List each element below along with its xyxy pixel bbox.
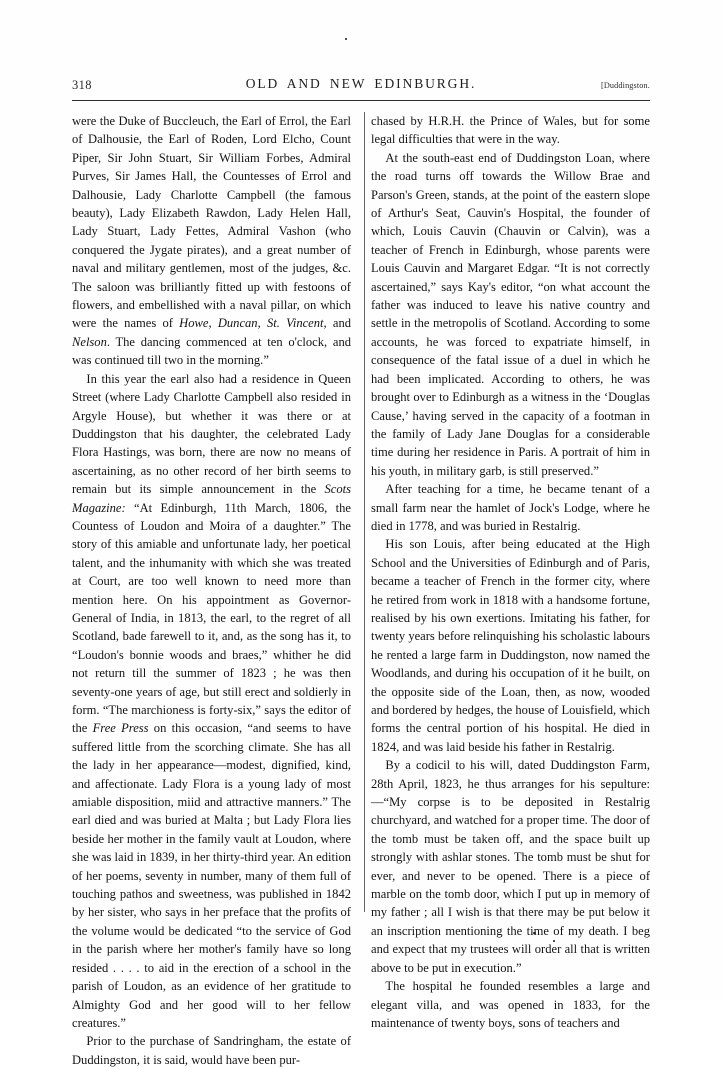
paragraph: Prior to the purchase of Sandringham, th…: [72, 1034, 351, 1067]
chapter-catchword: [Duddingston.: [600, 81, 650, 90]
scan-artifact: [533, 932, 536, 934]
paragraph: were the Duke of Buccleuch, the Earl of …: [72, 114, 351, 368]
running-head: 318 OLD AND NEW EDINBURGH. [Duddingston.: [72, 76, 650, 98]
scan-artifact: [553, 940, 555, 942]
paragraph: In this year the earl also had a residen…: [72, 371, 351, 1030]
paragraph: chased by H.R.H. the Prince of Wales, bu…: [371, 114, 650, 147]
page-number: 318: [72, 78, 92, 92]
page-title: OLD AND NEW EDINBURGH.: [245, 76, 477, 91]
paragraph: His son Louis, after being educated at t…: [371, 537, 650, 754]
paragraph: At the south-east end of Duddingston Loa…: [371, 150, 650, 478]
scan-artifact: [345, 38, 347, 40]
column-divider-rule: [364, 112, 365, 912]
paragraph: By a codicil to his will, dated Duddings…: [371, 758, 650, 975]
right-column: chased by H.R.H. the Prince of Wales, bu…: [371, 112, 650, 1032]
paragraph: The hospital he founded resembles a larg…: [371, 979, 650, 1030]
paragraph: After teaching for a time, he became ten…: [371, 482, 650, 533]
book-page: 318 OLD AND NEW EDINBURGH. [Duddingston.…: [72, 38, 650, 1067]
header-rule: [72, 100, 650, 101]
left-column: were the Duke of Buccleuch, the Earl of …: [72, 112, 351, 1069]
